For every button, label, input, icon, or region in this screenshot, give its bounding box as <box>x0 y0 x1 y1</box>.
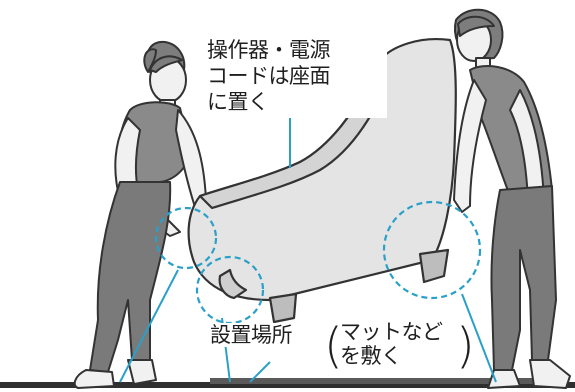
instruction-line-3: に置く <box>207 90 269 114</box>
person-left-figure <box>73 40 215 389</box>
massage-chair <box>187 38 457 324</box>
floor-mat <box>0 378 575 388</box>
placement-note-line-1: マットなど <box>340 320 443 344</box>
placement-main-text: 設置場所 <box>210 323 294 347</box>
placement-paren-open: ( <box>324 318 343 374</box>
person-right-figure <box>453 8 571 389</box>
instruction-line-2: コードは座面 <box>207 64 331 88</box>
placement-paren-close: ) <box>456 318 475 374</box>
placement-note-line-2: を敷く <box>340 344 402 368</box>
instruction-line-1: 操作器・電源 <box>207 38 331 62</box>
instruction-label: 操作器・電源 コードは座面 に置く <box>207 38 387 118</box>
